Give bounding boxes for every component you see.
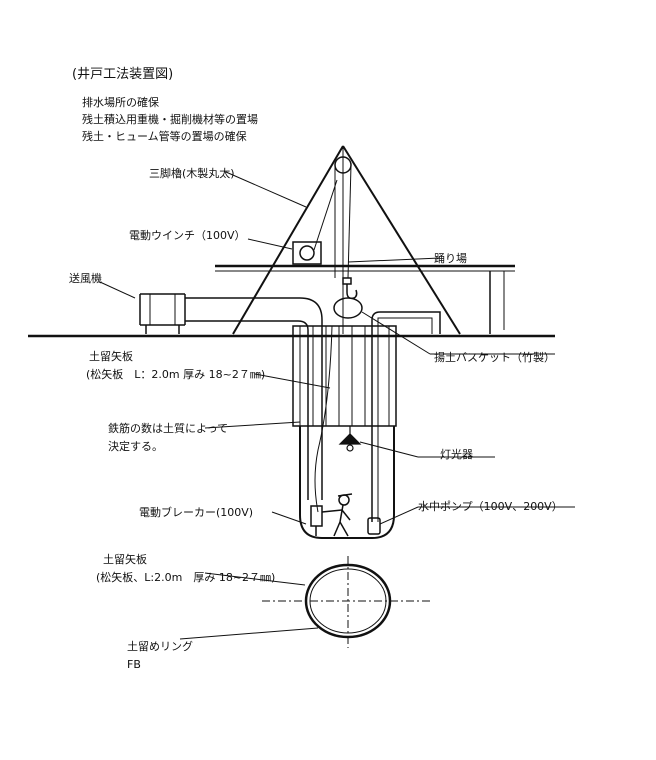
tripod-frame [232, 145, 461, 335]
label-basket: 揚土バスケット（竹製） [434, 351, 555, 364]
work-light [338, 426, 362, 452]
label-winch: 電動ウインチ（100V） [129, 229, 246, 242]
retaining-ring-plan [262, 556, 432, 648]
air-blower [139, 293, 186, 334]
note-drainage: 排水場所の確保 [82, 96, 159, 109]
label-light: 灯光器 [440, 448, 473, 461]
lower-shaft [299, 426, 395, 539]
worker-figure [321, 493, 353, 537]
label-breaker: 電動ブレーカー(100V) [139, 506, 254, 519]
electric-breaker [310, 505, 323, 536]
label-landing: 踊り場 [434, 252, 467, 265]
air-duct [185, 297, 323, 500]
label-rebar-line2: 決定する。 [108, 440, 163, 453]
label-sheet-pile-upper-spec: (松矢板 L：2.0m 厚み 18~2７㎜) [86, 368, 266, 381]
note-storage: 残土・ヒューム管等の置場の確保 [82, 130, 247, 143]
submersible-pump [367, 517, 381, 535]
electric-winch [292, 179, 338, 265]
label-ring: 土留めリング [127, 640, 193, 653]
label-pump: 水中ポンプ（100V、200V） [418, 500, 563, 513]
label-blower: 送風機 [69, 272, 102, 285]
page-title: (井戸工法装置図) [72, 67, 174, 82]
label-sheet-pile-lower: 土留矢板 [103, 553, 147, 566]
label-rebar-line1: 鉄筋の数は土質によって [108, 422, 229, 435]
lifting-hook [342, 277, 358, 300]
label-sheet-pile-upper: 土留矢板 [89, 350, 133, 363]
note-equipment: 残土積込用重機・掘削機材等の置場 [82, 113, 258, 126]
soil-basket [333, 297, 363, 319]
label-fb: FB [127, 658, 141, 671]
label-sheet-pile-lower-spec: (松矢板、L:2.0m 厚み 18~2７㎜) [96, 571, 276, 584]
label-tripod: 三脚櫓(木製丸太) [149, 167, 235, 180]
landing-platform [215, 264, 515, 334]
